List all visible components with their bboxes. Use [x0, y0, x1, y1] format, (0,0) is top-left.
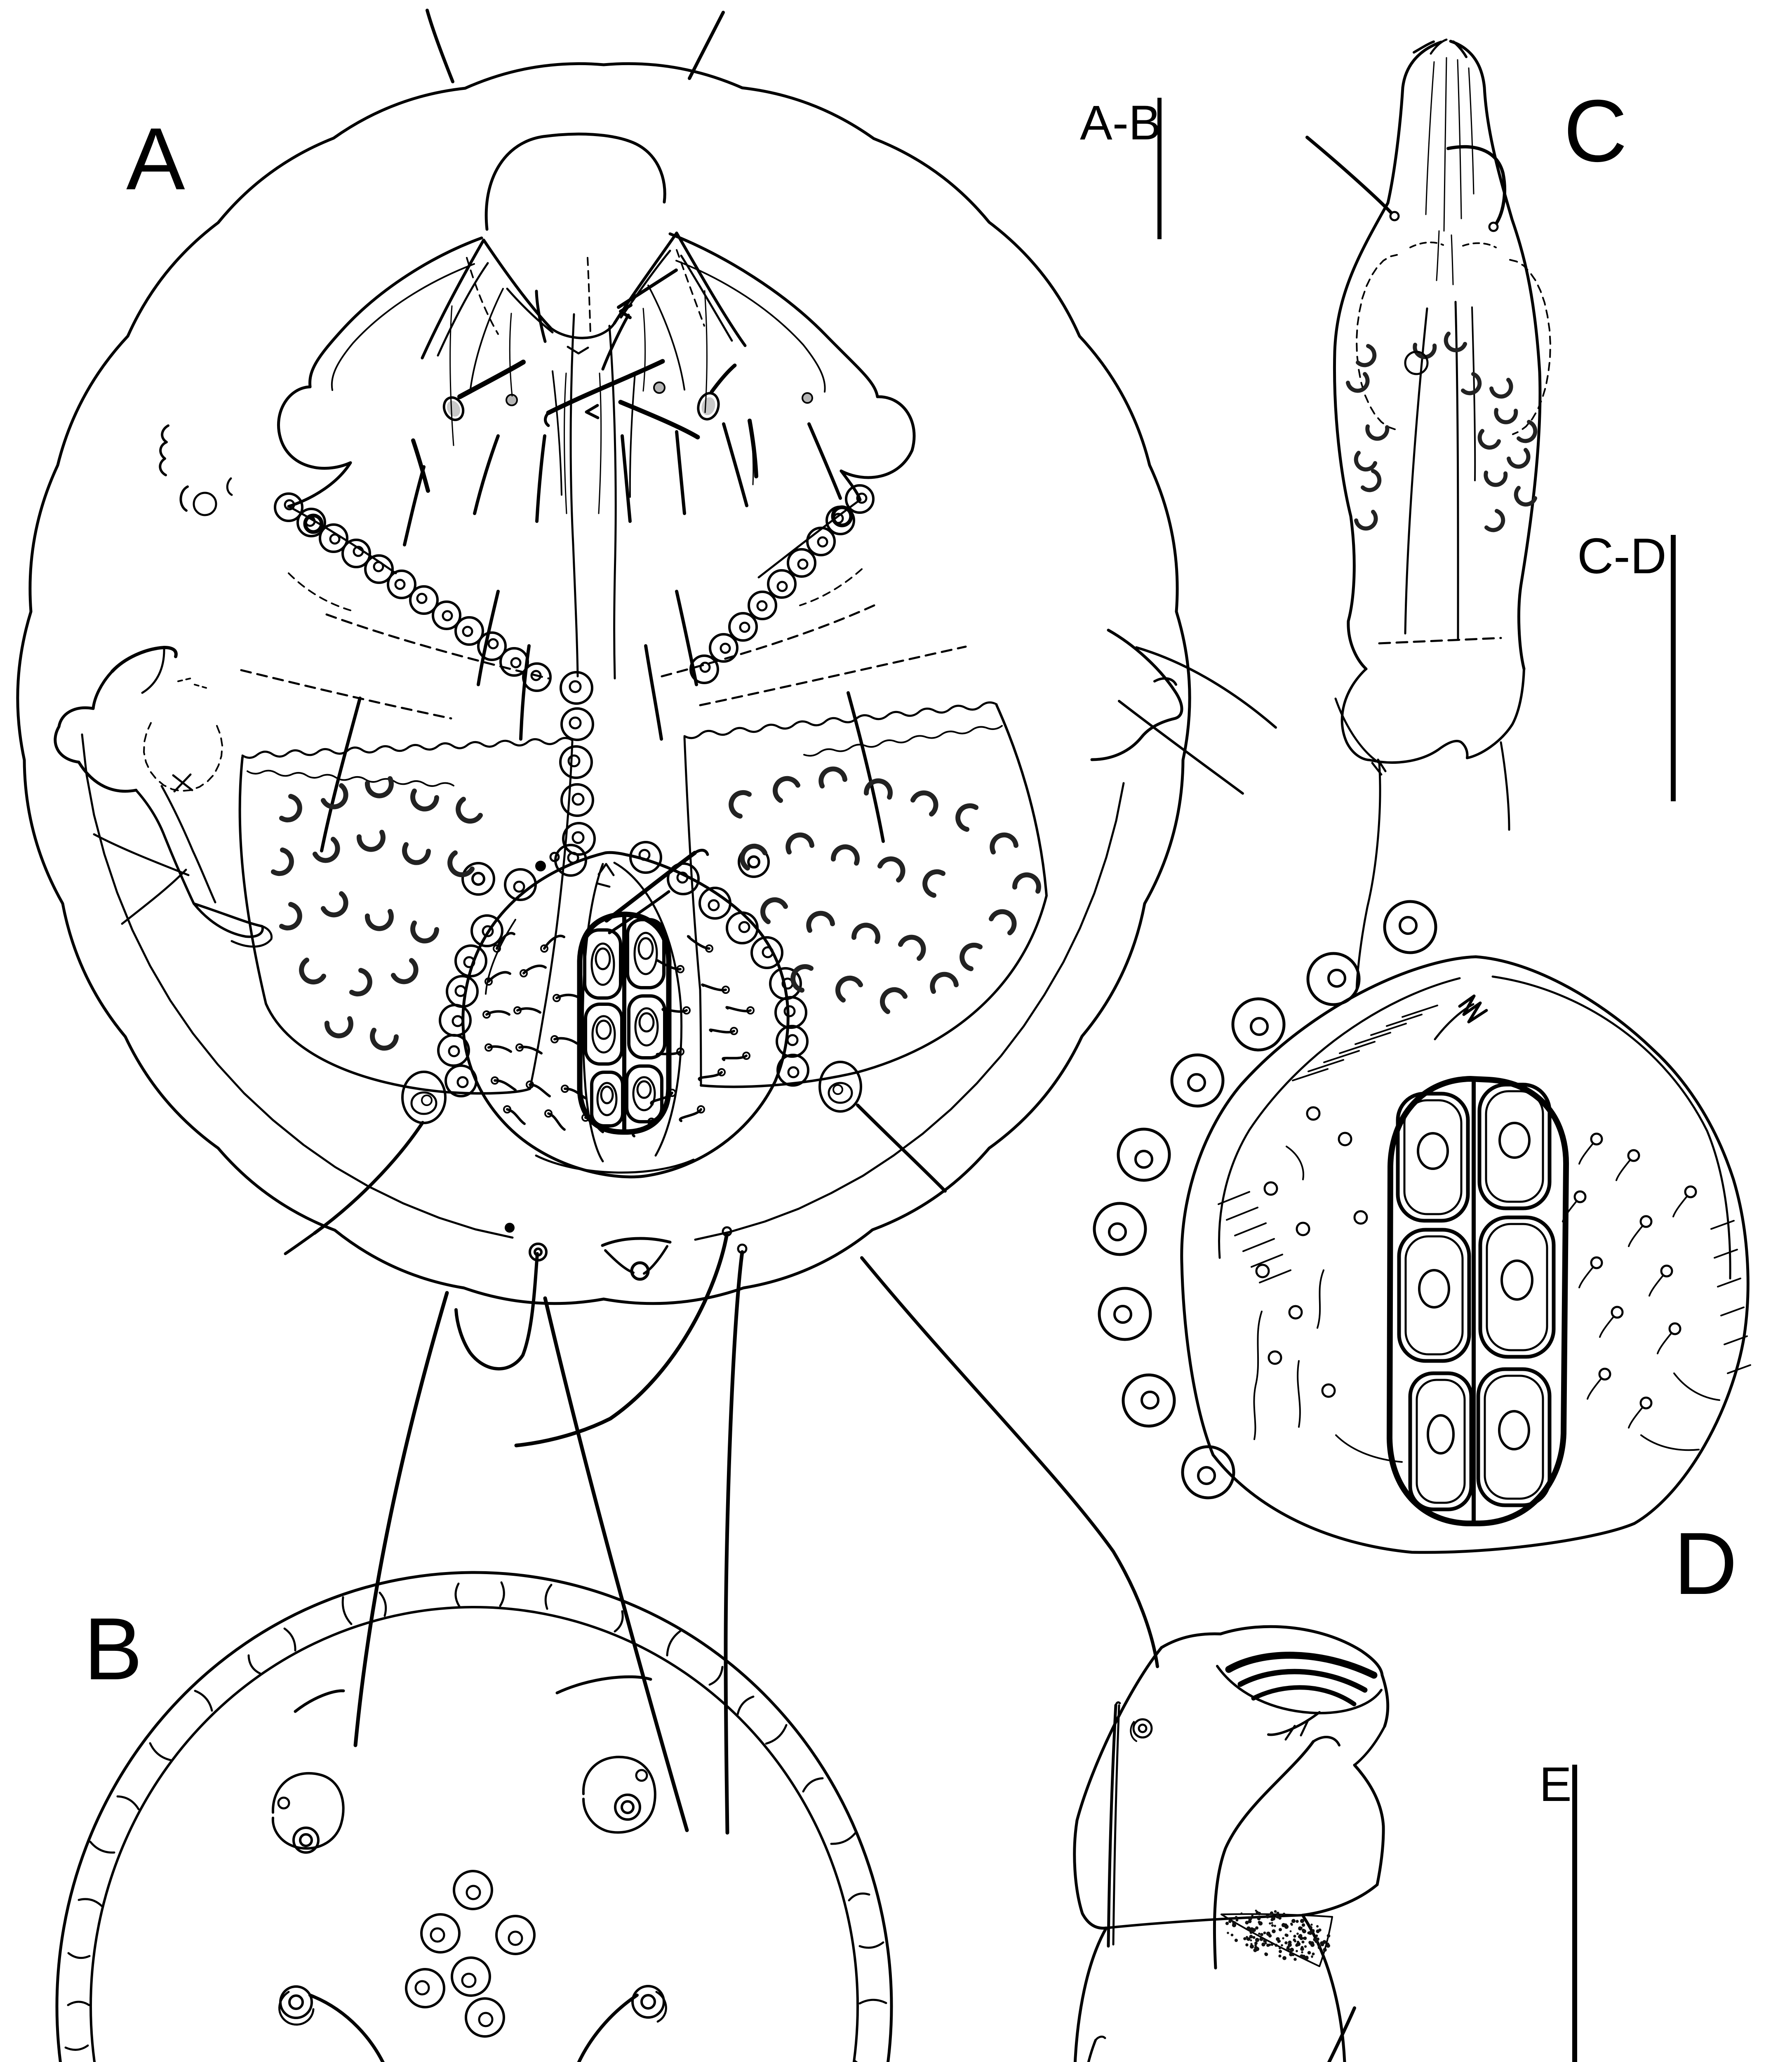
svg-text:E: E: [1539, 1757, 1572, 1812]
svg-text:C-D: C-D: [1577, 528, 1667, 584]
svg-text:A: A: [126, 110, 185, 208]
svg-text:D: D: [1674, 1514, 1738, 1613]
svg-text:A-B: A-B: [1080, 96, 1161, 150]
svg-text:B: B: [84, 1600, 143, 1698]
svg-text:C: C: [1564, 82, 1627, 180]
